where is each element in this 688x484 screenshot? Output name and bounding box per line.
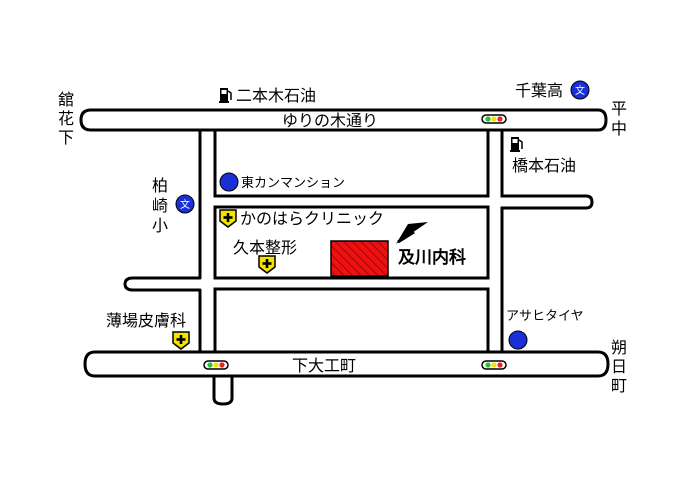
- place-mansion: 東カンマンション: [241, 175, 345, 191]
- building-dot-icon: [219, 172, 239, 192]
- traffic-signal-top: [481, 114, 507, 124]
- place-kumoto: 久本整形: [233, 238, 297, 257]
- direction-top-left-1: 舘: [58, 90, 74, 109]
- place-school-kashiwazaki-2: 崎: [152, 196, 168, 215]
- direction-bottom-right-3: 町: [611, 376, 627, 395]
- place-school-kashiwazaki-1: 柏: [152, 176, 168, 195]
- block-north: [213, 128, 490, 198]
- road-network: [79, 108, 610, 406]
- hospital-cross-icon: [258, 255, 276, 274]
- place-gas-hashimoto: 橋本石油: [512, 156, 576, 175]
- road-left-connector: [123, 276, 202, 292]
- svg-text:文: 文: [575, 84, 585, 97]
- direction-top-right-2: 中: [611, 119, 627, 138]
- place-school-kashiwazaki-3: 小: [152, 216, 168, 235]
- svg-text:文: 文: [180, 198, 190, 211]
- place-school-chiba: 千葉高: [515, 81, 563, 100]
- gas-station-icon: [510, 137, 523, 152]
- place-asahi: アサヒタイヤ: [506, 309, 584, 324]
- road-shimodaiku: [83, 350, 610, 378]
- city-blocks: [198, 128, 594, 354]
- road-label-shimodaiku: 下大工町: [292, 356, 356, 375]
- place-clinic-kanohara: かのはらクリニック: [240, 209, 384, 228]
- building-dot-icon: [508, 330, 528, 350]
- direction-top-left-3: 下: [58, 128, 74, 147]
- direction-bottom-right-1: 朔: [611, 338, 627, 357]
- road-yurinoki: [79, 108, 608, 132]
- block-south: [213, 287, 490, 354]
- direction-bottom-right-2: 日: [611, 357, 627, 376]
- target-building[interactable]: [330, 240, 389, 277]
- road-label-yurinoki: ゆりの木通り: [282, 111, 378, 130]
- road-south-stub: [212, 376, 234, 406]
- direction-top-right-1: 平: [611, 99, 627, 118]
- place-target[interactable]: 及川内科: [398, 247, 466, 268]
- direction-top-left-2: 花: [58, 109, 74, 128]
- place-usuba: 薄場皮膚科: [106, 311, 186, 330]
- place-gas-nihongi: 二本木石油: [236, 86, 316, 105]
- hospital-cross-icon: [219, 209, 237, 228]
- school-icon: 文: [570, 80, 590, 100]
- school-icon: 文: [175, 194, 195, 214]
- east-block-ne: [500, 130, 594, 352]
- hospital-cross-icon: [172, 331, 190, 350]
- traffic-signal-bottom-left: [203, 360, 229, 370]
- gas-station-icon: [219, 88, 232, 103]
- pointer-arrow-icon: [396, 222, 428, 244]
- traffic-signal-bottom-right: [481, 360, 507, 370]
